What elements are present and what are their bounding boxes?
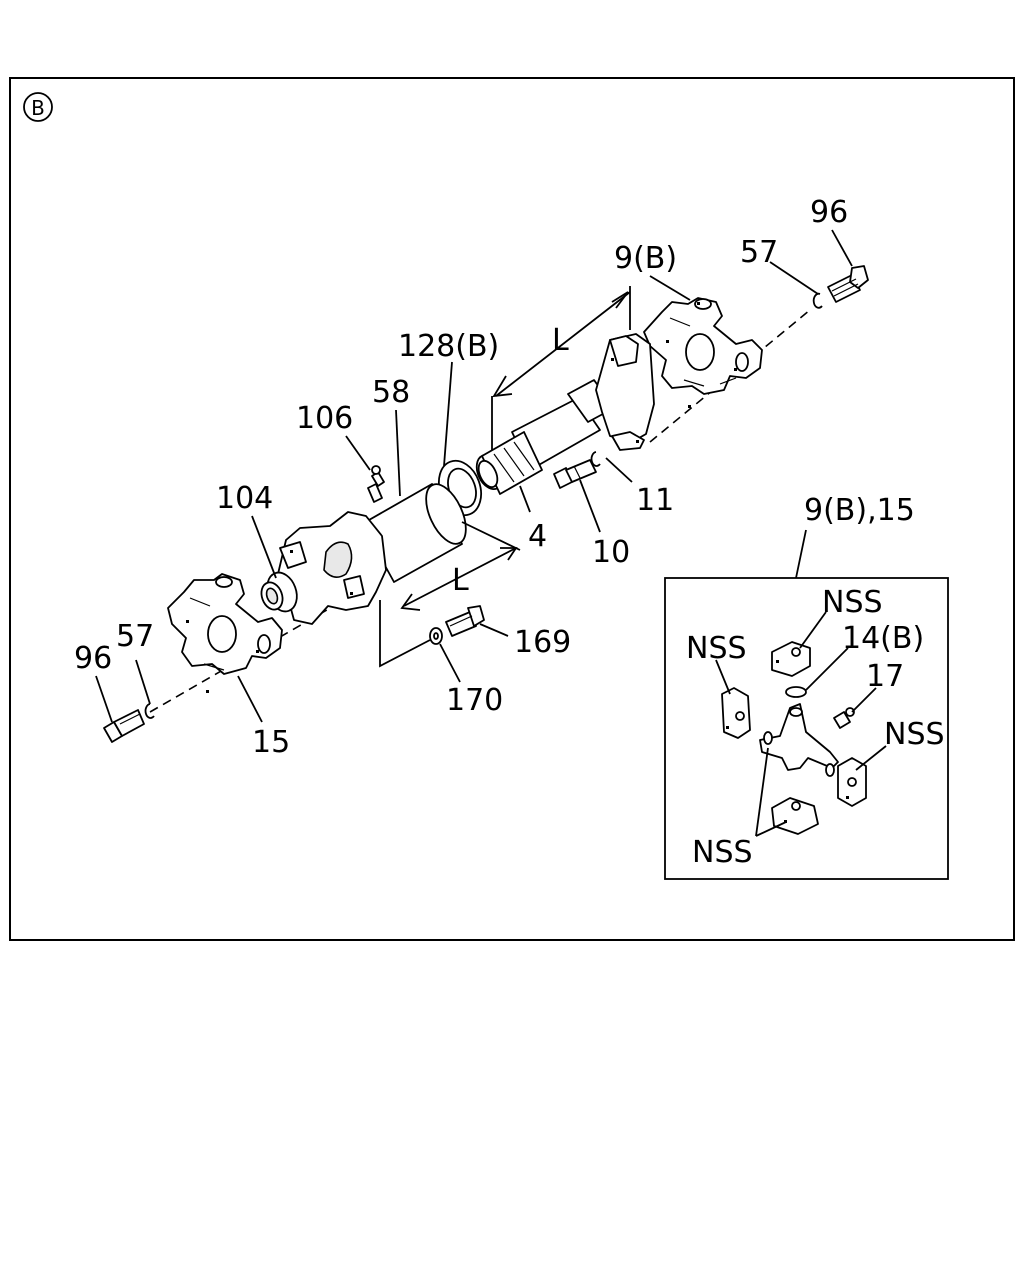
callout-169: 169 [514, 625, 571, 660]
bolt-169 [445, 605, 485, 637]
inset-nss-top: NSS [822, 585, 883, 620]
callout-106: 106 [296, 401, 353, 436]
inset-nss-bottom: NSS [692, 835, 753, 870]
callout-11: 11 [636, 483, 674, 518]
dimension-l-upper [491, 286, 631, 450]
callout-128b: 128(B) [398, 329, 499, 364]
callout-96-left: 96 [74, 641, 112, 676]
callout-57-right: 57 [740, 235, 778, 270]
inset-parts [721, 641, 867, 835]
dimension-l-upper-label: L [552, 323, 569, 358]
view-marker: B [23, 92, 53, 122]
callout-96-right: 96 [810, 195, 848, 230]
inset-nss-left: NSS [686, 631, 747, 666]
washer-11 [590, 451, 601, 467]
view-marker-letter: B [31, 96, 45, 120]
callout-4: 4 [528, 519, 547, 554]
diagram-frame [9, 77, 1015, 941]
leader-lines [95, 229, 853, 723]
washer-57-right [812, 292, 823, 309]
callout-15: 15 [252, 725, 290, 760]
axis-line-right [649, 309, 811, 443]
inset-nss-right: NSS [884, 717, 945, 752]
universal-joint-15 [167, 573, 283, 693]
callout-58: 58 [372, 375, 410, 410]
washer-57-left [144, 703, 155, 719]
bolt-96-right [827, 265, 869, 303]
grease-nipple-106 [367, 465, 385, 503]
washer-170 [429, 627, 443, 645]
callout-9b-top: 9(B) [614, 241, 677, 276]
callout-104: 104 [216, 481, 273, 516]
dimension-l-lower [379, 521, 521, 668]
callout-10: 10 [592, 535, 630, 570]
dust-cap-104 [260, 571, 298, 613]
slip-yoke-shaft [475, 333, 655, 495]
bolt-96-left [103, 709, 145, 743]
inset-title-leader [795, 529, 807, 579]
inset-title: 9(B),15 [804, 493, 915, 528]
callout-57-left: 57 [116, 619, 154, 654]
callout-170: 170 [446, 683, 503, 718]
inset-frame [664, 577, 949, 880]
inset-callout-17: 17 [866, 659, 904, 694]
inset-leader-lines [715, 611, 887, 837]
universal-joint-9b [643, 297, 763, 408]
dimension-l-lower-label: L [452, 563, 469, 598]
bolt-10 [553, 459, 597, 489]
inset-callout-14b: 14(B) [842, 621, 924, 656]
